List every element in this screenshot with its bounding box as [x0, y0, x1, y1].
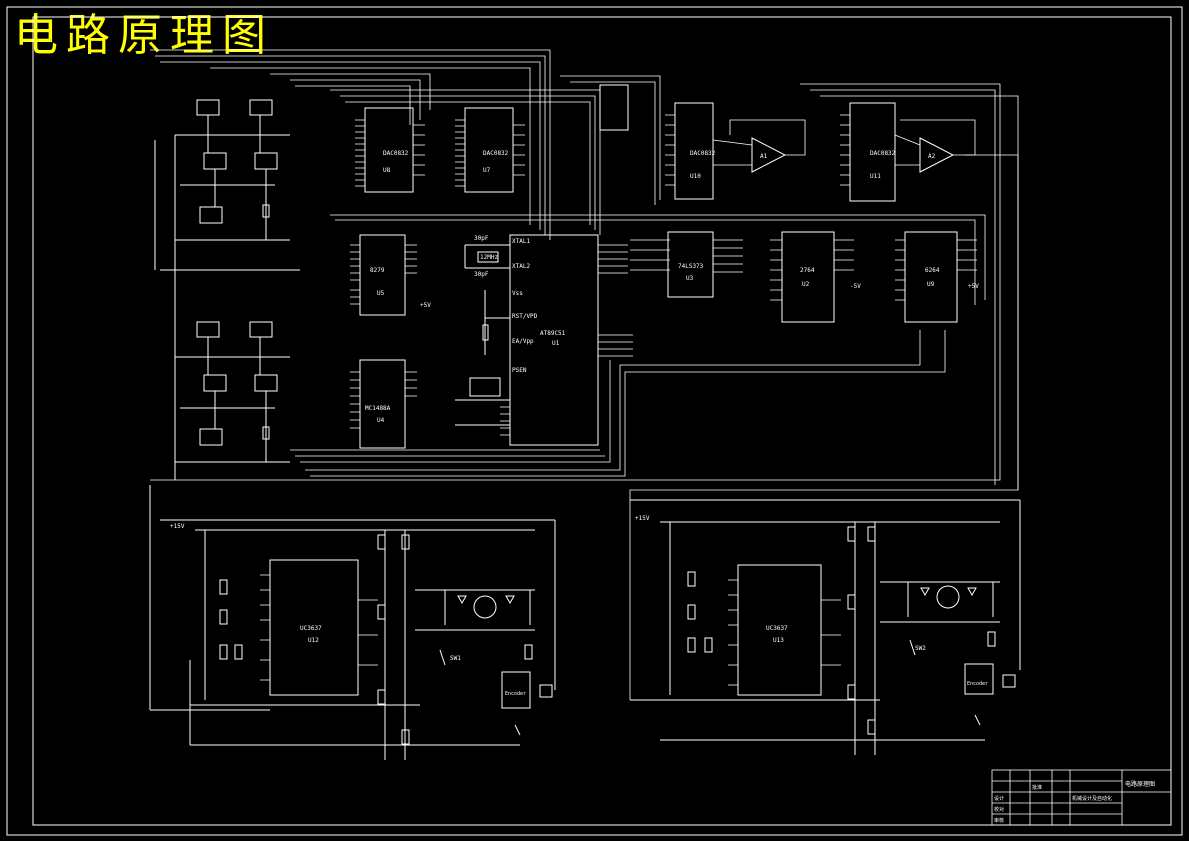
label-pwm1: +15V — [170, 523, 185, 530]
label-cap2: 30pF — [474, 271, 489, 278]
encoder-1 — [501, 671, 531, 709]
label-mcu-pin-1: XTAL2 — [512, 263, 530, 270]
label-u5-ref: U5 — [377, 290, 385, 297]
label-ram-name: 6264 — [925, 267, 940, 274]
chip-u10 — [674, 102, 714, 200]
motor-1 — [473, 595, 497, 619]
label-cap1: 30pF — [474, 235, 489, 242]
title-block-school: 机械设计及自动化 — [1072, 795, 1112, 802]
label-u7-name: DAC0832 — [483, 150, 509, 157]
title-block — [991, 769, 1172, 826]
power-supply-upper — [154, 99, 300, 480]
label-vcc2: +5V — [968, 283, 979, 290]
chip-u4 — [359, 359, 406, 449]
label-sw2: SW2 — [915, 645, 926, 652]
label-u4-ref: U4 — [377, 417, 385, 424]
label-mcu-ref: U1 — [552, 340, 560, 347]
label-mcu-pin-3: RST/VPD — [512, 313, 538, 320]
label-u11-name: DAC0832 — [870, 150, 896, 157]
title-block-row-2: 审核 — [994, 817, 1004, 824]
label-latch-name: 74LS373 — [678, 263, 704, 270]
chip-u13 — [737, 564, 822, 696]
title-block-row-3: 批准 — [1032, 784, 1042, 791]
label-mcu-pin-4: EA/Vpp — [512, 338, 534, 345]
inner-frame — [32, 16, 1172, 826]
label-encoder-2: Encoder — [967, 681, 988, 687]
label-mcu-pin-2: Vss — [512, 290, 523, 297]
middle-pins — [350, 239, 977, 436]
motor-drive-2 — [630, 499, 1021, 755]
title-block-row-0: 设计 — [994, 795, 1004, 802]
motor-2 — [936, 585, 960, 609]
label-u12-ref: U12 — [308, 637, 319, 644]
label-vcc: +5V — [420, 302, 431, 309]
bus-wires — [150, 49, 1019, 700]
encoder-2 — [964, 663, 994, 695]
label-latch-ref: U3 — [686, 275, 694, 282]
label-ram-ref: U9 — [927, 281, 935, 288]
label-eprom-ref: U2 — [802, 281, 810, 288]
label-opamp-a: A1 — [760, 153, 768, 160]
label-u13-name: UC3637 — [766, 625, 788, 632]
chip-u11 — [849, 102, 896, 202]
label-sw1: SW1 — [450, 655, 461, 662]
label-mcu-pin-0: XTAL1 — [512, 238, 530, 245]
label-u7-ref: U7 — [483, 167, 491, 174]
label-u10-name: DAC0832 — [690, 150, 716, 157]
opamp-b — [919, 137, 955, 173]
chip-latch — [667, 231, 714, 298]
label-vneg: -5V — [850, 283, 861, 290]
label-u4-name: MC1488A — [365, 405, 391, 412]
opamp-a — [751, 137, 787, 173]
chip-small — [599, 84, 629, 131]
power-supply-lower — [175, 321, 290, 463]
label-mcu-name: AT89C51 — [540, 330, 566, 337]
chip-eprom — [781, 231, 835, 323]
label-u10-ref: U10 — [690, 173, 701, 180]
dac-pins — [355, 114, 850, 187]
label-u13-ref: U13 — [773, 637, 784, 644]
label-mcu-pin-5: PSEN — [512, 367, 527, 374]
label-encoder-1: Encoder — [505, 691, 526, 697]
chip-mcu — [509, 234, 599, 446]
resistor-pack — [469, 377, 501, 397]
outer-frame — [6, 6, 1183, 836]
motor-drive-1 — [149, 485, 556, 760]
chip-u12 — [269, 559, 359, 696]
label-u5-name: 8279 — [370, 267, 385, 274]
crystal — [477, 251, 499, 263]
label-u11-ref: U11 — [870, 173, 881, 180]
title-block-row-1: 校对 — [994, 806, 1004, 813]
chip-u5 — [359, 234, 406, 316]
label-crystal: 12MHz — [480, 254, 498, 261]
label-opamp-b: A2 — [928, 153, 936, 160]
chip-ram — [904, 231, 958, 323]
label-u8-ref: U8 — [383, 167, 391, 174]
label-eprom-name: 2764 — [800, 267, 815, 274]
label-u8-name: DAC0832 — [383, 150, 409, 157]
title-block-drawing-name: 电路原理图 — [1125, 780, 1155, 788]
label-pwm2: +15V — [635, 515, 650, 522]
label-u12-name: UC3637 — [300, 625, 322, 632]
